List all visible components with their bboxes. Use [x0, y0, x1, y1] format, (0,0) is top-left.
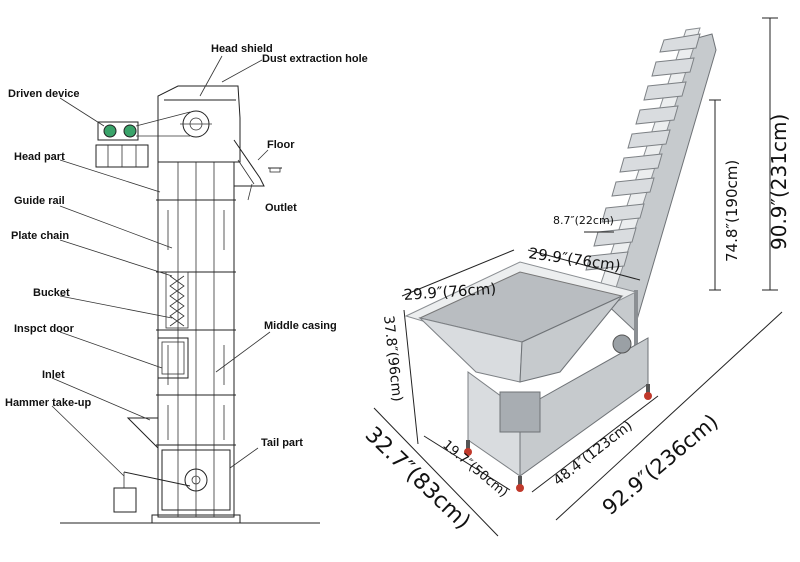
label-inspect-door: Inspct door — [14, 323, 75, 335]
inlet-chute — [126, 417, 159, 449]
inspection-door — [157, 337, 189, 379]
buckets — [165, 271, 189, 329]
base-frame — [464, 334, 652, 492]
label-head-shield: Head shield — [211, 43, 273, 55]
label-guide-rail: Guide rail — [14, 195, 65, 207]
dim-bucket-width: 8.7″(22cm) — [553, 214, 614, 227]
drive-gear-2 — [123, 124, 137, 138]
conveyor-buckets — [585, 33, 701, 271]
outlet-chute — [233, 139, 265, 187]
leader-lines — [51, 55, 271, 477]
drive-gear-1 — [103, 124, 117, 138]
label-outlet: Outlet — [265, 202, 297, 214]
dim-conveyor-height: 74.8″(190cm) — [723, 160, 741, 262]
motor-box — [499, 391, 541, 433]
label-bucket: Bucket — [33, 287, 70, 299]
elevator-technical-drawing: Head shield Dust extraction hole Driven … — [5, 43, 368, 524]
caster-wheel-2 — [516, 484, 524, 492]
caster-wheel-1 — [464, 448, 472, 456]
caster-wheel-3 — [644, 392, 652, 400]
dim-hopper-height: 37.8″(96cm) — [380, 315, 405, 403]
label-driven-device: Driven device — [8, 88, 80, 100]
label-inlet: Inlet — [42, 369, 65, 381]
label-tail-part: Tail part — [261, 437, 303, 449]
conveyor-photo-illustration: 90.9″(231cm) 74.8″(190cm) 8.7″(22cm) 29.… — [360, 17, 791, 537]
dim-total-height: 90.9″(231cm) — [767, 114, 791, 250]
label-head-part: Head part — [14, 151, 65, 163]
label-middle-casing: Middle casing — [264, 320, 337, 332]
label-plate-chain: Plate chain — [11, 230, 69, 242]
label-hammer-take-up: Hammer take-up — [5, 397, 91, 409]
dimension-lines — [373, 17, 783, 537]
head-housing — [157, 85, 241, 163]
label-floor: Floor — [267, 139, 295, 151]
label-dust-extraction-hole: Dust extraction hole — [262, 53, 368, 65]
gear-motor — [612, 334, 632, 354]
hammer-weight — [113, 487, 137, 513]
drive-motor — [97, 121, 139, 141]
